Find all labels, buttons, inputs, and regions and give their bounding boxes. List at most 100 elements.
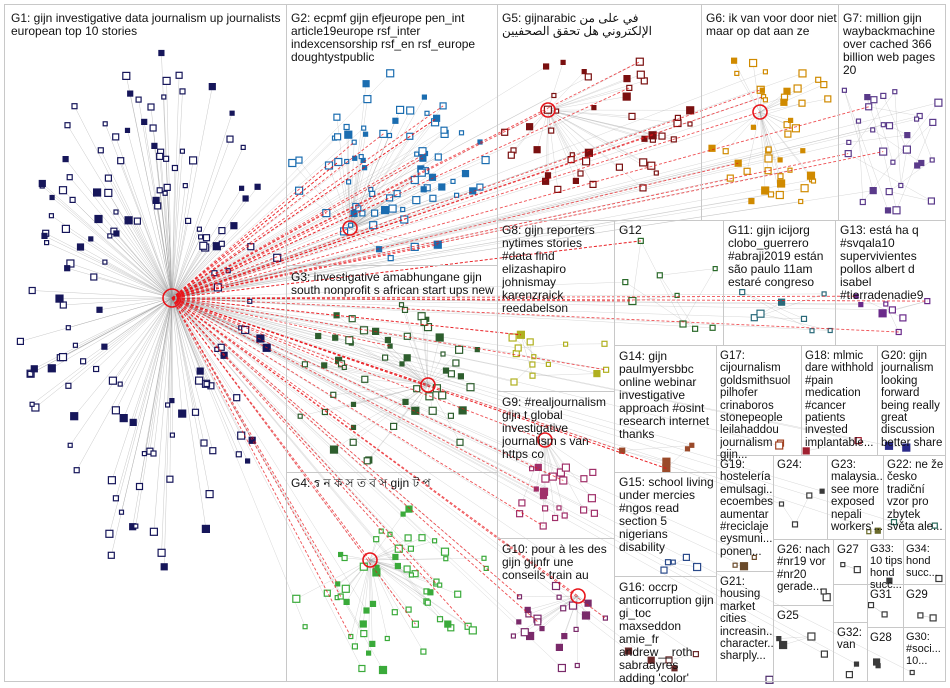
- edge-line: [67, 267, 173, 299]
- edge-line: [404, 309, 429, 386]
- square-vertex-icon: [323, 589, 331, 597]
- square-vertex-icon: [684, 446, 691, 452]
- square-vertex-icon: [916, 112, 923, 120]
- edge-line: [171, 297, 451, 417]
- edge-line: [407, 336, 429, 386]
- red-edge-line: [171, 61, 641, 299]
- square-vertex-icon: [458, 130, 465, 136]
- red-edge-line: [171, 87, 630, 299]
- edge-line: [532, 373, 597, 376]
- group-panel-g30: [903, 627, 946, 682]
- square-vertex-icon: [427, 589, 434, 596]
- edge-line: [104, 261, 173, 299]
- square-vertex-icon: [369, 640, 376, 648]
- square-vertex-icon: [104, 188, 113, 197]
- edge-line: [90, 238, 173, 299]
- square-vertex-icon: [350, 424, 357, 430]
- square-vertex-icon: [401, 306, 409, 313]
- square-vertex-icon: [542, 63, 550, 70]
- square-vertex-icon: [398, 302, 405, 308]
- square-vertex-icon: [845, 670, 854, 679]
- edge-line: [659, 268, 716, 276]
- red-edge-line: [171, 297, 521, 336]
- square-vertex-icon: [301, 361, 308, 368]
- square-vertex-icon: [679, 320, 687, 328]
- edge-line: [544, 439, 567, 468]
- square-vertex-icon: [16, 337, 24, 345]
- edge-line: [171, 75, 180, 299]
- edge-line: [848, 134, 908, 143]
- square-vertex-icon: [43, 240, 50, 246]
- edge-line: [547, 109, 633, 117]
- edge-line: [892, 300, 928, 311]
- square-vertex-icon: [417, 168, 426, 177]
- edge-line: [369, 559, 437, 582]
- square-vertex-icon: [79, 358, 87, 365]
- edge-line: [873, 99, 894, 163]
- edge-line: [421, 316, 429, 386]
- square-vertex-icon: [437, 582, 443, 588]
- edge-line: [31, 297, 173, 405]
- square-vertex-icon: [867, 601, 875, 609]
- square-vertex-icon: [182, 183, 188, 189]
- square-vertex-icon: [332, 334, 339, 341]
- edge-line: [171, 297, 365, 634]
- edge-line: [171, 297, 519, 623]
- edge-line: [108, 192, 173, 299]
- square-vertex-icon: [587, 494, 597, 503]
- square-vertex-icon: [209, 447, 217, 455]
- edge-line: [369, 559, 398, 567]
- square-vertex-icon: [361, 375, 369, 383]
- square-vertex-icon: [191, 408, 200, 416]
- square-vertex-icon: [30, 365, 38, 373]
- edge-line: [781, 503, 796, 525]
- group-label-g29: G29: [906, 589, 928, 601]
- edge-line: [115, 136, 173, 299]
- edge-line: [292, 162, 351, 229]
- edge-line: [171, 96, 785, 299]
- red-edge-line: [171, 111, 761, 299]
- square-vertex-icon: [421, 94, 427, 100]
- red-edge-line: [171, 157, 424, 299]
- square-vertex-icon: [635, 57, 644, 66]
- square-vertex-icon: [329, 445, 339, 454]
- edge-line: [889, 118, 917, 126]
- square-vertex-icon: [47, 364, 56, 373]
- square-vertex-icon: [929, 157, 935, 163]
- edge-line: [171, 150, 769, 299]
- square-vertex-icon: [560, 605, 567, 612]
- square-vertex-icon: [878, 309, 887, 318]
- square-vertex-icon: [854, 437, 862, 445]
- square-vertex-icon: [107, 476, 117, 485]
- edge-line: [547, 109, 644, 189]
- square-vertex-icon: [428, 406, 437, 415]
- square-vertex-icon: [391, 609, 398, 616]
- edge-line: [153, 297, 173, 454]
- square-vertex-icon: [904, 132, 911, 139]
- red-edge-line: [171, 153, 849, 299]
- square-vertex-icon: [602, 615, 609, 621]
- square-vertex-icon: [107, 551, 115, 559]
- square-vertex-icon: [162, 76, 171, 86]
- edge-line: [889, 191, 932, 202]
- square-vertex-icon: [156, 187, 163, 194]
- edge-line: [547, 109, 577, 181]
- edge-line: [171, 297, 200, 381]
- square-vertex-icon: [330, 391, 337, 398]
- group-label-g17: G17: cijournalism goldsmithsuol pilhofer…: [720, 350, 791, 462]
- edge-line: [369, 531, 382, 561]
- edge-line: [427, 337, 440, 386]
- square-vertex-icon: [800, 148, 806, 154]
- square-vertex-icon: [88, 236, 94, 242]
- square-vertex-icon: [292, 594, 301, 603]
- edge-line: [171, 139, 231, 299]
- edge-line: [363, 330, 429, 386]
- square-vertex-icon: [686, 106, 695, 115]
- square-vertex-icon: [573, 626, 579, 633]
- edge-line: [415, 384, 429, 411]
- red-circle-hub-icon: [537, 432, 553, 448]
- edge-line: [69, 297, 173, 446]
- square-vertex-icon: [541, 505, 549, 512]
- edge-line: [171, 124, 884, 299]
